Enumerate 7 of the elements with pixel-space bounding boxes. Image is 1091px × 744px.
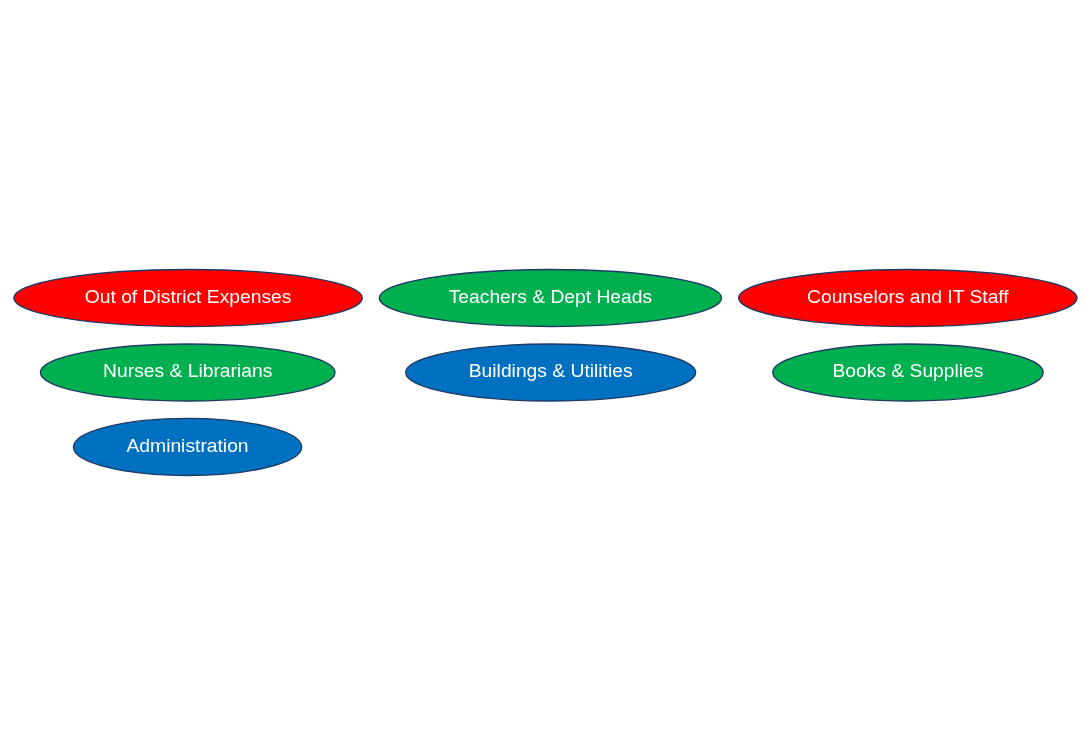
- node-ellipse: Books & Supplies: [772, 342, 1044, 402]
- node-ellipse: Teachers & Dept Heads: [378, 268, 723, 327]
- node-ellipse: Administration: [72, 417, 303, 476]
- node-ellipse: Out of District Expenses: [13, 268, 364, 327]
- node-ellipse: Nurses & Librarians: [39, 342, 336, 402]
- node-ellipse: Counselors and IT Staff: [738, 268, 1078, 327]
- node-ellipse: Buildings & Utilities: [405, 342, 697, 402]
